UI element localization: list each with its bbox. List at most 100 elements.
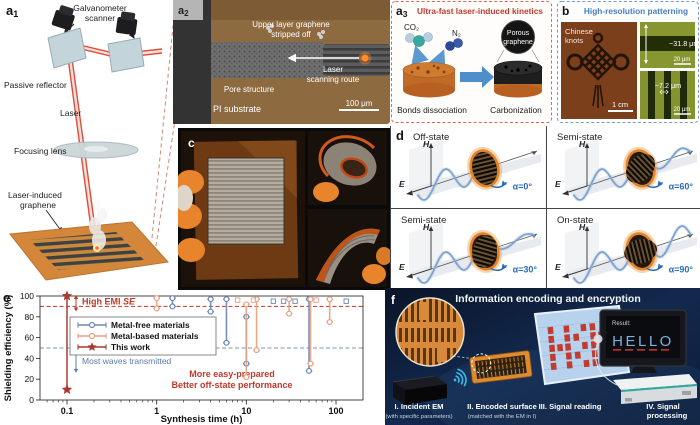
sem-dark-edge [173, 0, 211, 124]
step2-subcaption: (matched with the EM in I) [468, 414, 536, 420]
panel-f-label: f [391, 293, 396, 307]
circle-marker [326, 296, 333, 303]
circle-marker [253, 347, 260, 354]
x-axis-label: Synthesis time (h) [161, 414, 243, 425]
sem-label-backdrop [173, 0, 203, 20]
e-axis-arrowhead [406, 190, 413, 196]
high-se-arrow-up [73, 295, 79, 299]
smoke-plume [89, 199, 107, 250]
scale-top-label: 20 μm [674, 57, 691, 63]
e-axis [408, 268, 432, 277]
result-underline-marks [613, 349, 669, 351]
graphene-grating-disc [619, 146, 661, 190]
em-source-box [392, 375, 447, 405]
circle-marker [169, 303, 176, 310]
legend-label: Metal-based materials [111, 331, 199, 341]
cable-connector [593, 334, 603, 344]
transmitted-wave [648, 225, 692, 258]
graphene-grating-disc [467, 229, 503, 273]
bonds-dissociation-caption: Bonds dissociation [397, 105, 467, 115]
micrograph-bottom: ~7.2 μm 20 μm [640, 71, 695, 119]
alpha-label: α=60° [668, 181, 693, 191]
step1-caption: I. Incident EM [395, 402, 444, 411]
circle-marker [243, 374, 250, 381]
legend-label: This work [111, 342, 150, 352]
e-axis-label: E [399, 262, 405, 272]
sem-intact-graphene-lines [323, 44, 390, 76]
transmitted-wave [649, 147, 692, 170]
point-marker [343, 298, 349, 304]
state-title: Semi-state [401, 215, 446, 226]
n2-label: N₂ [452, 29, 461, 38]
galvanometer-mirror [107, 11, 145, 73]
panel-e-label: e [3, 290, 10, 305]
e-axis [408, 185, 432, 194]
panel-a3-title: Ultra-fast laser-induced kinetics [417, 6, 543, 16]
finger-tip-3 [376, 247, 390, 265]
point-marker [250, 297, 257, 303]
lens-highlight [84, 146, 108, 152]
x-tick-label: 100 [328, 406, 343, 416]
h-axis-label: H [579, 222, 586, 232]
panel-c-photos: c [178, 128, 390, 290]
graphene-stripe-area [30, 232, 144, 270]
y-tick-label: 0 [29, 395, 34, 405]
incident-wave [572, 248, 634, 284]
panel-a3-label: a3 [396, 4, 408, 19]
circle-marker [169, 295, 176, 302]
panel-b-label: b [562, 4, 569, 18]
chinese-knot-shape [566, 32, 630, 108]
circle-marker [207, 308, 214, 315]
legend-circle-marker [88, 321, 96, 329]
x-tick-label: 1 [154, 406, 159, 416]
chinese-knots-label-line1: Chinese [565, 27, 593, 36]
porous-label-line1: Porous [507, 30, 530, 37]
state-title: On-state [557, 215, 593, 226]
wifi-signal-icon [453, 368, 467, 387]
panel-d-label: d [396, 128, 404, 143]
pi-substrate-label: PI substrate [213, 104, 261, 114]
panel-a1-laser-setup: a1 Galvanometer scanner [4, 3, 169, 281]
y-tick-label: 100 [20, 291, 34, 301]
lig-label-line2: graphene [20, 200, 56, 210]
rotation-arrowhead [501, 263, 507, 270]
h-axis-arrowhead [584, 143, 589, 148]
sem-pore-structure-band [211, 42, 323, 78]
star-marker [61, 290, 73, 301]
backdrop-wall [409, 222, 443, 273]
incident-wave [572, 165, 634, 201]
y-axis-label: Shielding efficiency (%) [3, 295, 14, 402]
circle-marker [153, 295, 160, 302]
chinese-knots-label-line2: knots [565, 36, 583, 45]
panel-a2-label: a2 [178, 5, 189, 18]
low-se-annotation-line2: Most waves transmitted [82, 356, 172, 366]
circle-marker [326, 319, 333, 326]
high-se-arrow-down [73, 307, 79, 312]
laser-spot [95, 246, 99, 250]
zoom-circle-marker [471, 353, 492, 374]
step2-caption: II. Encoded surface [467, 402, 537, 411]
signal-processor-box [613, 374, 698, 404]
laser-label: Laser [60, 108, 81, 118]
e-axis-arrowhead [561, 190, 569, 196]
measurement-bottom-label: ~7.2 μm [655, 81, 681, 90]
h-axis-arrowhead [428, 143, 434, 148]
series-this-work [61, 290, 73, 394]
pi-substrate [9, 221, 169, 281]
transform-arrow [460, 66, 494, 88]
panel-c-label: c [188, 136, 195, 150]
galvo-label-line1: Galvanometer [73, 3, 127, 13]
transmitted-wave [493, 233, 536, 250]
circle-marker [207, 296, 214, 303]
alpha-label: α=30° [513, 264, 538, 274]
step1-subcaption: (with specific parameters) [385, 414, 452, 420]
